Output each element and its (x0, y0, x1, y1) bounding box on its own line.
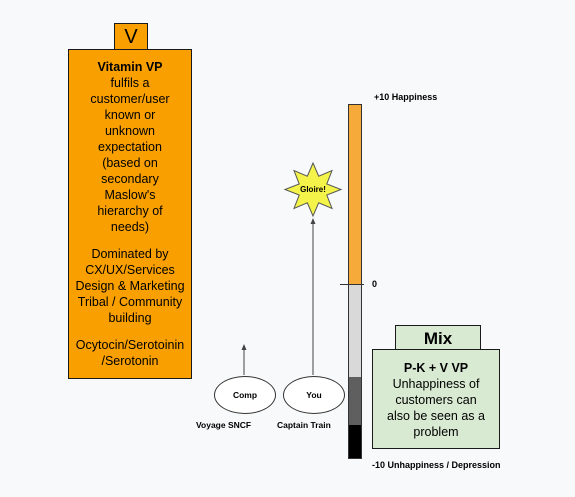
vitamin-line: customer/user (90, 92, 170, 106)
vitamin-line: expectation (98, 140, 162, 154)
scale-neutral-segment (348, 285, 362, 377)
hormones-line: /Serotonin (101, 354, 159, 368)
scale-bottom-label: -10 Unhappiness / Depression (372, 460, 501, 470)
comp-label: Comp (232, 390, 258, 400)
vitamin-line: hierarchy of (97, 204, 163, 218)
mix-box: P-K + V VP Unhappiness of customers can … (372, 349, 500, 449)
mix-line: also be seen as a (387, 409, 485, 423)
mix-title: P-K + V VP (403, 361, 469, 375)
v-label: V (114, 23, 148, 51)
vitamin-line: known or (104, 108, 156, 122)
gloire-label: Gloire! (300, 185, 326, 194)
you-ellipse: You (283, 376, 345, 414)
vitamin-vp-box: Vitamin VP fulfils a customer/user known… (68, 49, 192, 379)
mix-line: customers can (395, 393, 477, 407)
mix-line: Unhappiness of (392, 377, 480, 391)
vitamin-line: (based on (102, 156, 158, 170)
dominated-line: Tribal / Community (77, 295, 183, 309)
vitamin-line: secondary (101, 172, 159, 186)
dominated-line: Dominated by (91, 247, 169, 261)
you-arrow-head (310, 218, 316, 224)
captain-train-caption: Captain Train (277, 420, 331, 430)
scale-zero-label: 0 (372, 279, 378, 289)
scale-lowest-segment (348, 425, 362, 459)
mix-line: problem (413, 425, 459, 439)
vitamin-line: unknown (104, 124, 156, 138)
dominated-line: CX/UX/Services (85, 263, 175, 277)
scale-happiness-segment (348, 104, 362, 286)
you-label: You (306, 390, 322, 400)
comp-arrow-head (241, 344, 247, 350)
vitamin-vp-title: Vitamin VP (97, 60, 163, 74)
dominated-line: building (108, 311, 152, 325)
vitamin-line: Maslow's (104, 188, 156, 202)
hormones-line: Ocytocin/Serotoinin (75, 338, 185, 352)
comp-ellipse: Comp (214, 376, 276, 414)
dominated-line: Design & Marketing (75, 279, 185, 293)
vitamin-line: fulfils a (110, 76, 150, 90)
voyage-sncf-caption: Voyage SNCF (196, 420, 252, 430)
scale-zero-tick (340, 284, 364, 285)
scale-low-segment (348, 377, 362, 425)
mix-label: Mix (395, 325, 481, 353)
vitamin-line: needs) (110, 220, 150, 234)
gloire-star-icon (283, 161, 343, 218)
scale-top-label: +10 Happiness (374, 92, 438, 102)
